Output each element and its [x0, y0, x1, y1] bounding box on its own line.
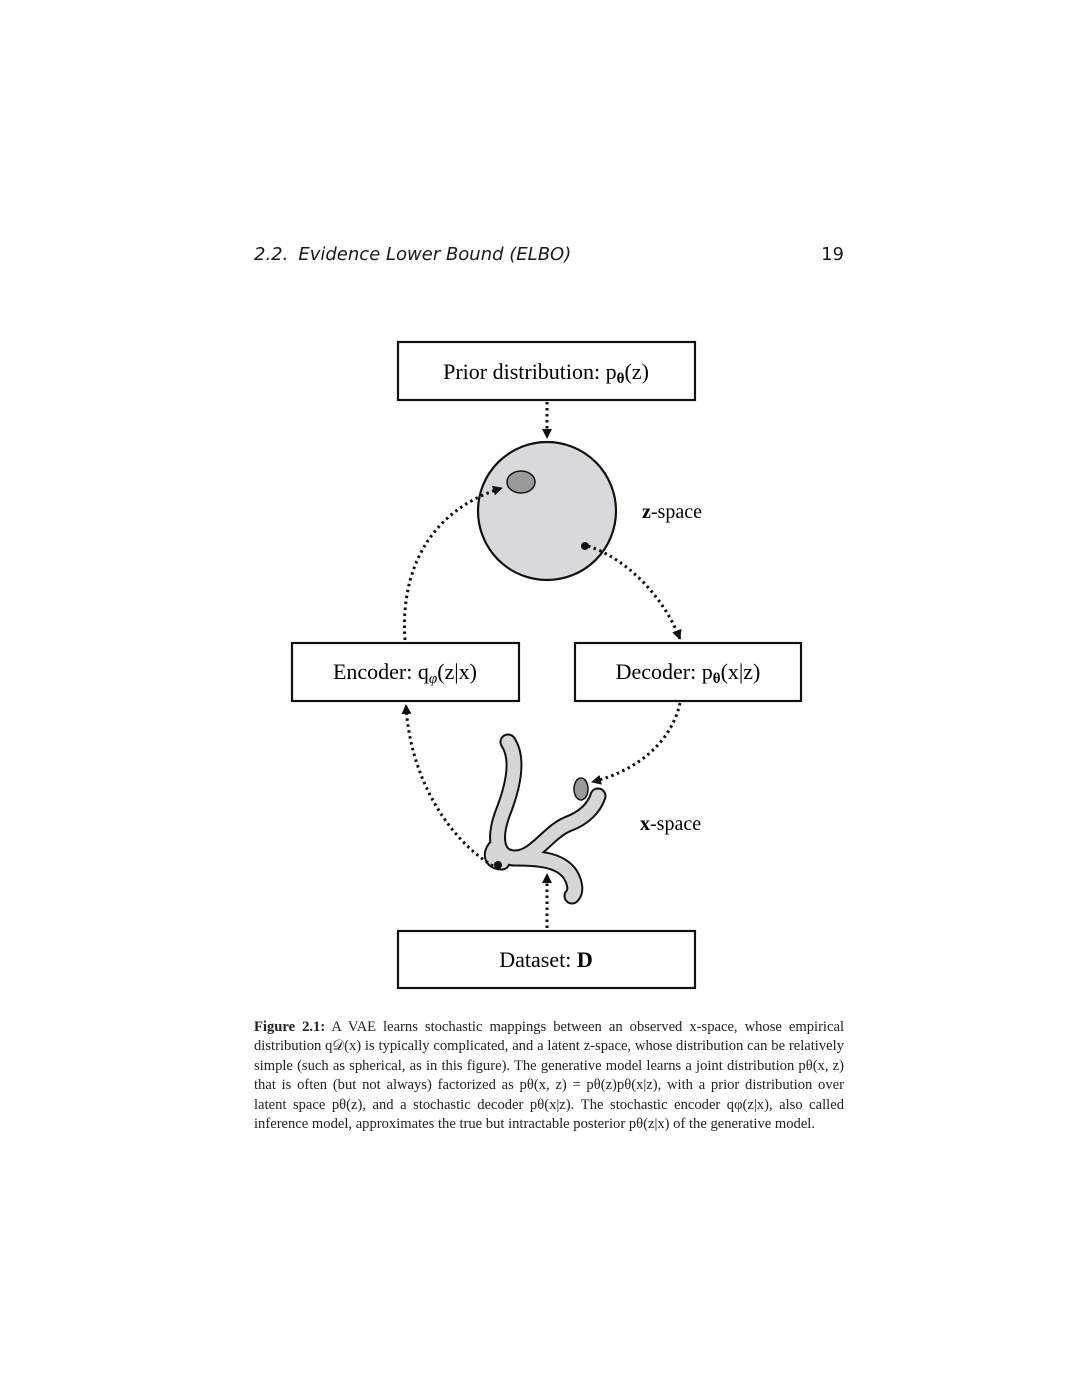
z-space-label: z-space [642, 501, 702, 523]
x-space-manifold [483, 733, 607, 905]
prior-distribution-box: Prior distribution: pθ(z) [396, 340, 697, 402]
xspace-to-encoder-arrow [401, 704, 494, 868]
dataset-box-label: Dataset: D [499, 947, 592, 972]
figure-caption: Figure 2.1: A VAE learns stochastic mapp… [254, 1018, 844, 1134]
section-title: Evidence Lower Bound (ELBO) [298, 244, 572, 265]
x-likelihood-region [573, 777, 589, 801]
encoder-box-label: Encoder: qφ(z|x) [333, 659, 477, 687]
section-number: 2.2. [254, 244, 289, 265]
z-sample-point [581, 542, 589, 550]
x-datapoint [494, 861, 502, 869]
decoder-box: Decoder: pθ(x|z) [573, 641, 803, 703]
decoder-to-xspace-arrow [591, 702, 682, 785]
x-space-label: x-space [640, 813, 701, 835]
prior-box-label: Prior distribution: pθ(z) [443, 359, 649, 387]
dataset-box: Dataset: D [396, 929, 697, 990]
decoder-box-label: Decoder: pθ(x|z) [616, 659, 761, 687]
z-posterior-region [506, 470, 536, 494]
caption-label: Figure 2.1: [254, 1019, 326, 1035]
encoder-to-zspace-arrow [402, 485, 503, 641]
vae-diagram: Prior distribution: pθ(z) z-space Encode… [290, 340, 803, 990]
running-head: 2.2. Evidence Lower Bound (ELBO) 19 [254, 244, 844, 274]
zspace-to-decoder-arrow [587, 544, 682, 640]
z-space-sphere [476, 440, 618, 582]
encoder-box: Encoder: qφ(z|x) [290, 641, 521, 703]
section-heading: 2.2. Evidence Lower Bound (ELBO) [254, 244, 571, 265]
page-number: 19 [821, 244, 844, 265]
caption-text: A VAE learns stochastic mappings between… [254, 1019, 844, 1133]
